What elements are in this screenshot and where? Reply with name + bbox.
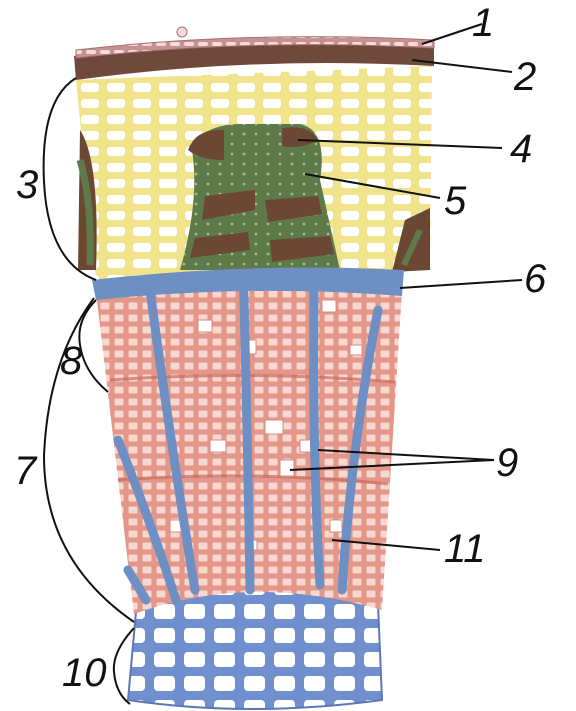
bracket-8	[78, 299, 109, 393]
pith	[126, 586, 384, 710]
cambium	[92, 267, 404, 300]
leader-line-4	[297, 139, 503, 149]
leader-line-9b	[289, 459, 495, 471]
label-10: 10	[62, 651, 107, 695]
phloem	[76, 124, 430, 272]
bracket-10	[112, 627, 135, 705]
leader-line-6	[399, 279, 523, 289]
label-8: 8	[60, 339, 83, 383]
bracket-3	[42, 77, 97, 281]
label-5: 5	[444, 179, 467, 223]
label-2: 2	[513, 55, 536, 99]
bracket-7	[42, 297, 135, 623]
leader-line-1	[421, 23, 483, 45]
labels: 1 2 3 4 5 6 7 8 9 10 11	[14, 1, 547, 695]
leader-line-9a	[317, 449, 495, 461]
leader-line-2	[411, 59, 513, 73]
vessels	[169, 299, 363, 551]
label-1: 1	[472, 1, 494, 45]
label-9: 9	[496, 441, 518, 485]
cork	[74, 41, 434, 80]
label-7: 7	[14, 449, 38, 493]
leader-line-5	[304, 173, 441, 199]
label-3: 3	[16, 163, 38, 207]
label-6: 6	[524, 257, 547, 301]
leader-line-11	[331, 539, 441, 551]
sclerenchyma	[188, 127, 334, 262]
medullary-rays	[113, 143, 383, 605]
epidermis	[75, 26, 435, 59]
leader-lines	[42, 23, 523, 705]
label-11: 11	[444, 527, 486, 571]
annual-ring-boundary	[109, 373, 396, 384]
label-4: 4	[510, 127, 532, 171]
